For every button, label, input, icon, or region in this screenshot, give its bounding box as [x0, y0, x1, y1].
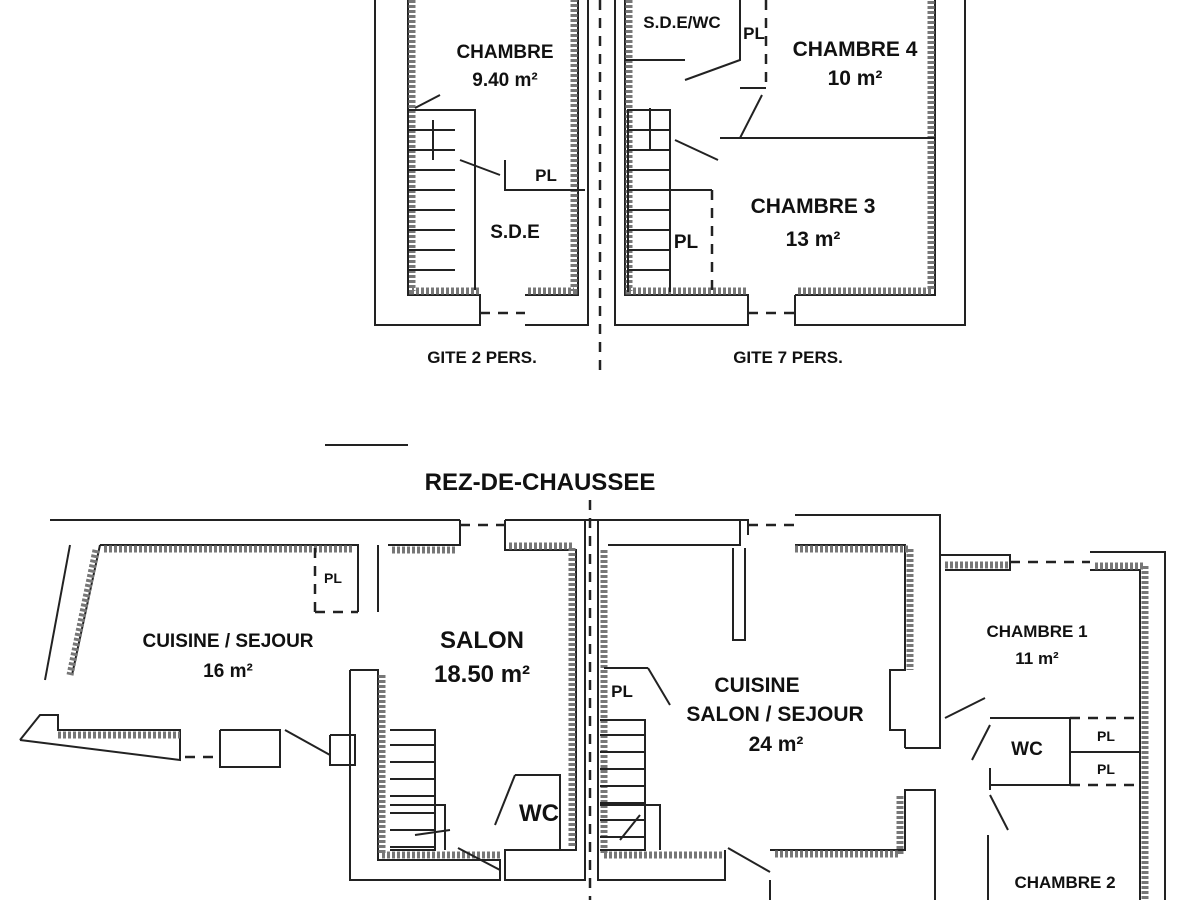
- partition: [684, 0, 741, 81]
- ground-floor-labels: REZ-DE-CHAUSSEE CUISINE / SEJOUR 16 m² S…: [142, 469, 1115, 892]
- room-area-chambre: 9.40 m²: [472, 70, 537, 91]
- gite-2-label: GITE 2 PERS.: [427, 348, 537, 367]
- wall: [608, 520, 741, 546]
- gite-7-label: GITE 7 PERS.: [733, 348, 843, 367]
- wall: [1090, 551, 1166, 900]
- door-swing: [944, 697, 986, 719]
- wall: [505, 519, 749, 535]
- upper-floor-labels: CHAMBRE 9.40 m² PL S.D.E GITE 2 PERS. S.…: [427, 13, 918, 367]
- wall: [795, 544, 906, 748]
- room-label-wc: WC: [519, 800, 559, 827]
- room-area-chambre-4: 10 m²: [828, 67, 883, 90]
- closet-label: PL: [1097, 761, 1115, 777]
- stairs: [407, 109, 476, 295]
- wall: [19, 714, 181, 762]
- wall: [1090, 569, 1141, 900]
- room-label-chambre-4: CHAMBRE 4: [793, 38, 918, 61]
- hatched-wall: [798, 0, 935, 295]
- wall: [388, 520, 461, 546]
- room-label-sde-wc: S.D.E/WC: [643, 13, 720, 32]
- room-label-sde: S.D.E: [490, 222, 540, 243]
- door-swing: [727, 847, 771, 873]
- room-label-wc-2: WC: [1011, 739, 1043, 760]
- hatched-wall: [378, 675, 500, 859]
- door-swing: [739, 94, 763, 139]
- stairs: [390, 804, 446, 850]
- closet-label: PL: [324, 570, 342, 586]
- wall: [614, 0, 749, 326]
- partition: [732, 548, 746, 641]
- wall: [44, 544, 71, 681]
- room-area-chambre-3: 13 m²: [786, 228, 841, 251]
- wall: [219, 729, 281, 768]
- wall: [349, 669, 501, 881]
- room-label-salon-sejour: SALON / SEJOUR: [686, 703, 863, 726]
- hatched-wall: [600, 550, 722, 859]
- room-label-cuisine-sejour: CUISINE / SEJOUR: [142, 631, 313, 652]
- closet-label: PL: [674, 232, 699, 253]
- door-swing: [674, 139, 719, 161]
- door-swing: [989, 794, 1009, 831]
- door-swing: [494, 774, 516, 826]
- room-label-chambre: CHAMBRE: [456, 42, 553, 63]
- room-area-salon: 18.50 m²: [434, 661, 530, 688]
- hatched-wall: [66, 549, 100, 676]
- hatched-wall: [795, 545, 914, 670]
- room-area-cuisine-sejour: 16 m²: [203, 661, 253, 682]
- hatched-wall: [408, 0, 480, 295]
- room-label-salon: SALON: [440, 627, 524, 654]
- wall: [525, 0, 579, 296]
- hatched-wall: [528, 0, 578, 295]
- wall: [515, 774, 561, 850]
- stair-arrow: [414, 829, 451, 836]
- door-swing: [414, 94, 441, 109]
- closet-label: PL: [1097, 728, 1115, 744]
- stairs: [600, 804, 661, 850]
- door-swing: [284, 729, 331, 756]
- room-area-cuisine-salon: 24 m²: [749, 733, 804, 756]
- door-swing: [459, 159, 501, 176]
- stair-arrow: [619, 814, 641, 841]
- room-label-chambre-1: CHAMBRE 1: [986, 622, 1087, 641]
- wall: [794, 0, 966, 326]
- wall: [770, 789, 936, 900]
- door-swing: [647, 667, 671, 706]
- hatched-wall: [775, 795, 904, 858]
- wall: [795, 0, 936, 296]
- room-area-chambre-1: 11 m²: [1015, 649, 1059, 668]
- wall: [329, 734, 356, 766]
- wall: [504, 520, 586, 881]
- hatched-wall: [1095, 562, 1149, 900]
- door-swing: [457, 847, 501, 871]
- wall: [795, 514, 941, 749]
- door-swing: [971, 724, 991, 761]
- walls: [19, 0, 1166, 900]
- closet-wall: [504, 160, 585, 191]
- room-label-chambre-2: CHAMBRE 2: [1014, 873, 1115, 892]
- ground-floor-title: REZ-DE-CHAUSSEE: [425, 469, 656, 496]
- wall: [525, 0, 589, 326]
- closet-label: PL: [611, 682, 633, 701]
- wall: [100, 544, 359, 612]
- closet-label: PL: [535, 166, 557, 185]
- wall: [597, 520, 726, 881]
- stairs: [390, 729, 436, 851]
- hatched-wall: [509, 542, 576, 846]
- room-label-chambre-3: CHAMBRE 3: [751, 195, 876, 218]
- closet-label: PL: [743, 24, 765, 43]
- room-label-cuisine: CUISINE: [714, 674, 799, 697]
